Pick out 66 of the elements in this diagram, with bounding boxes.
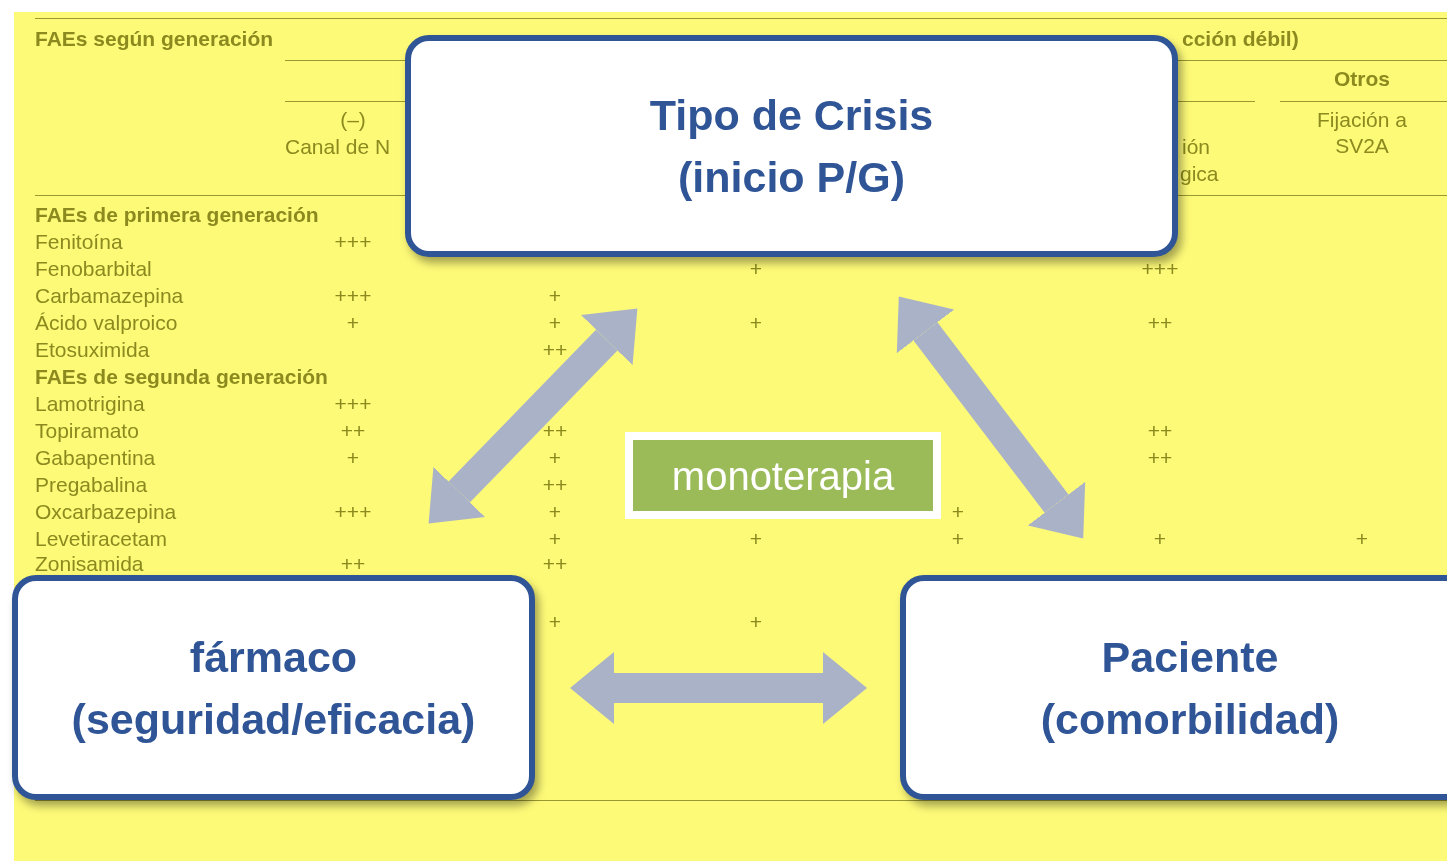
- table-value: ++: [542, 551, 568, 577]
- table-value: ++: [340, 418, 366, 444]
- table-value: +: [548, 310, 562, 336]
- table-value: ++: [1147, 310, 1173, 336]
- table-value: +: [548, 445, 562, 471]
- table-value: +: [346, 310, 360, 336]
- drug-name: Oxcarbazepina: [35, 499, 177, 525]
- drug-name: Pregabalina: [35, 472, 148, 498]
- box-label: monoterapia: [671, 452, 895, 500]
- table-heading: ión: [1182, 134, 1211, 160]
- table-value: +++: [334, 283, 372, 309]
- box-title: (seguridad/eficacia): [71, 693, 476, 745]
- box-title: (inicio P/G): [678, 152, 905, 203]
- double-arrow: [570, 652, 867, 724]
- rounded-box: [900, 575, 1447, 800]
- table-value: +: [749, 310, 763, 336]
- drug-name: Carbamazepina: [35, 283, 184, 309]
- table-value: +: [548, 526, 562, 552]
- rounded-box: [12, 575, 535, 800]
- table-value: +++: [334, 229, 372, 255]
- table-heading: Canal de N: [285, 134, 391, 160]
- table-value: ++: [542, 337, 568, 363]
- drug-name: Ácido valproico: [35, 310, 178, 336]
- double-arrow: [428, 308, 638, 524]
- table-heading: Otros: [1334, 66, 1390, 92]
- box-title: Paciente: [1101, 631, 1279, 683]
- table-value: +: [346, 445, 360, 471]
- table-value: +: [951, 499, 965, 525]
- drug-name: Topiramato: [35, 418, 139, 444]
- table-heading: (–): [340, 107, 366, 133]
- table-value: +: [749, 609, 763, 635]
- table-value: ++: [340, 551, 366, 577]
- table-value: +: [1355, 526, 1369, 552]
- table-value: +: [1153, 526, 1167, 552]
- label-box: [625, 432, 941, 519]
- table-value: ++: [1147, 418, 1173, 444]
- box-title: Tipo de Crisis: [649, 90, 934, 141]
- double-arrow: [896, 296, 1086, 539]
- table-value: +: [749, 256, 763, 282]
- table-heading: gica: [1180, 161, 1219, 187]
- drug-name: Levetiracetam: [35, 526, 167, 552]
- table-heading: Fijación a SV2A: [1316, 107, 1408, 159]
- table-value: ++: [542, 418, 568, 444]
- drug-name: Etosuximida: [35, 337, 150, 363]
- box-title: (comorbilidad): [1040, 693, 1340, 745]
- table-value: ++: [1147, 445, 1173, 471]
- drug-name: Fenobarbital: [35, 256, 152, 282]
- table-value: +: [548, 609, 562, 635]
- table-heading: FAEs según generación: [35, 26, 274, 52]
- drug-name: Gabapentina: [35, 445, 156, 471]
- drug-name: Lamotrigina: [35, 391, 145, 417]
- table-value: +++: [334, 391, 372, 417]
- table-value: +: [749, 526, 763, 552]
- table-value: +: [548, 499, 562, 525]
- drug-name: Fenitoína: [35, 229, 123, 255]
- table-heading: cción débil): [1182, 26, 1299, 52]
- table-value: +: [951, 526, 965, 552]
- drug-name: Zonisamida: [35, 551, 144, 577]
- table-value: +: [548, 283, 562, 309]
- table-heading: FAEs de segunda generación: [35, 364, 328, 390]
- table-value: ++: [542, 472, 568, 498]
- rounded-box: [405, 35, 1178, 257]
- table-value: +++: [334, 499, 372, 525]
- table-heading: FAEs de primera generación: [35, 202, 319, 228]
- table-value: +++: [1141, 256, 1179, 282]
- box-title: fármaco: [189, 631, 358, 683]
